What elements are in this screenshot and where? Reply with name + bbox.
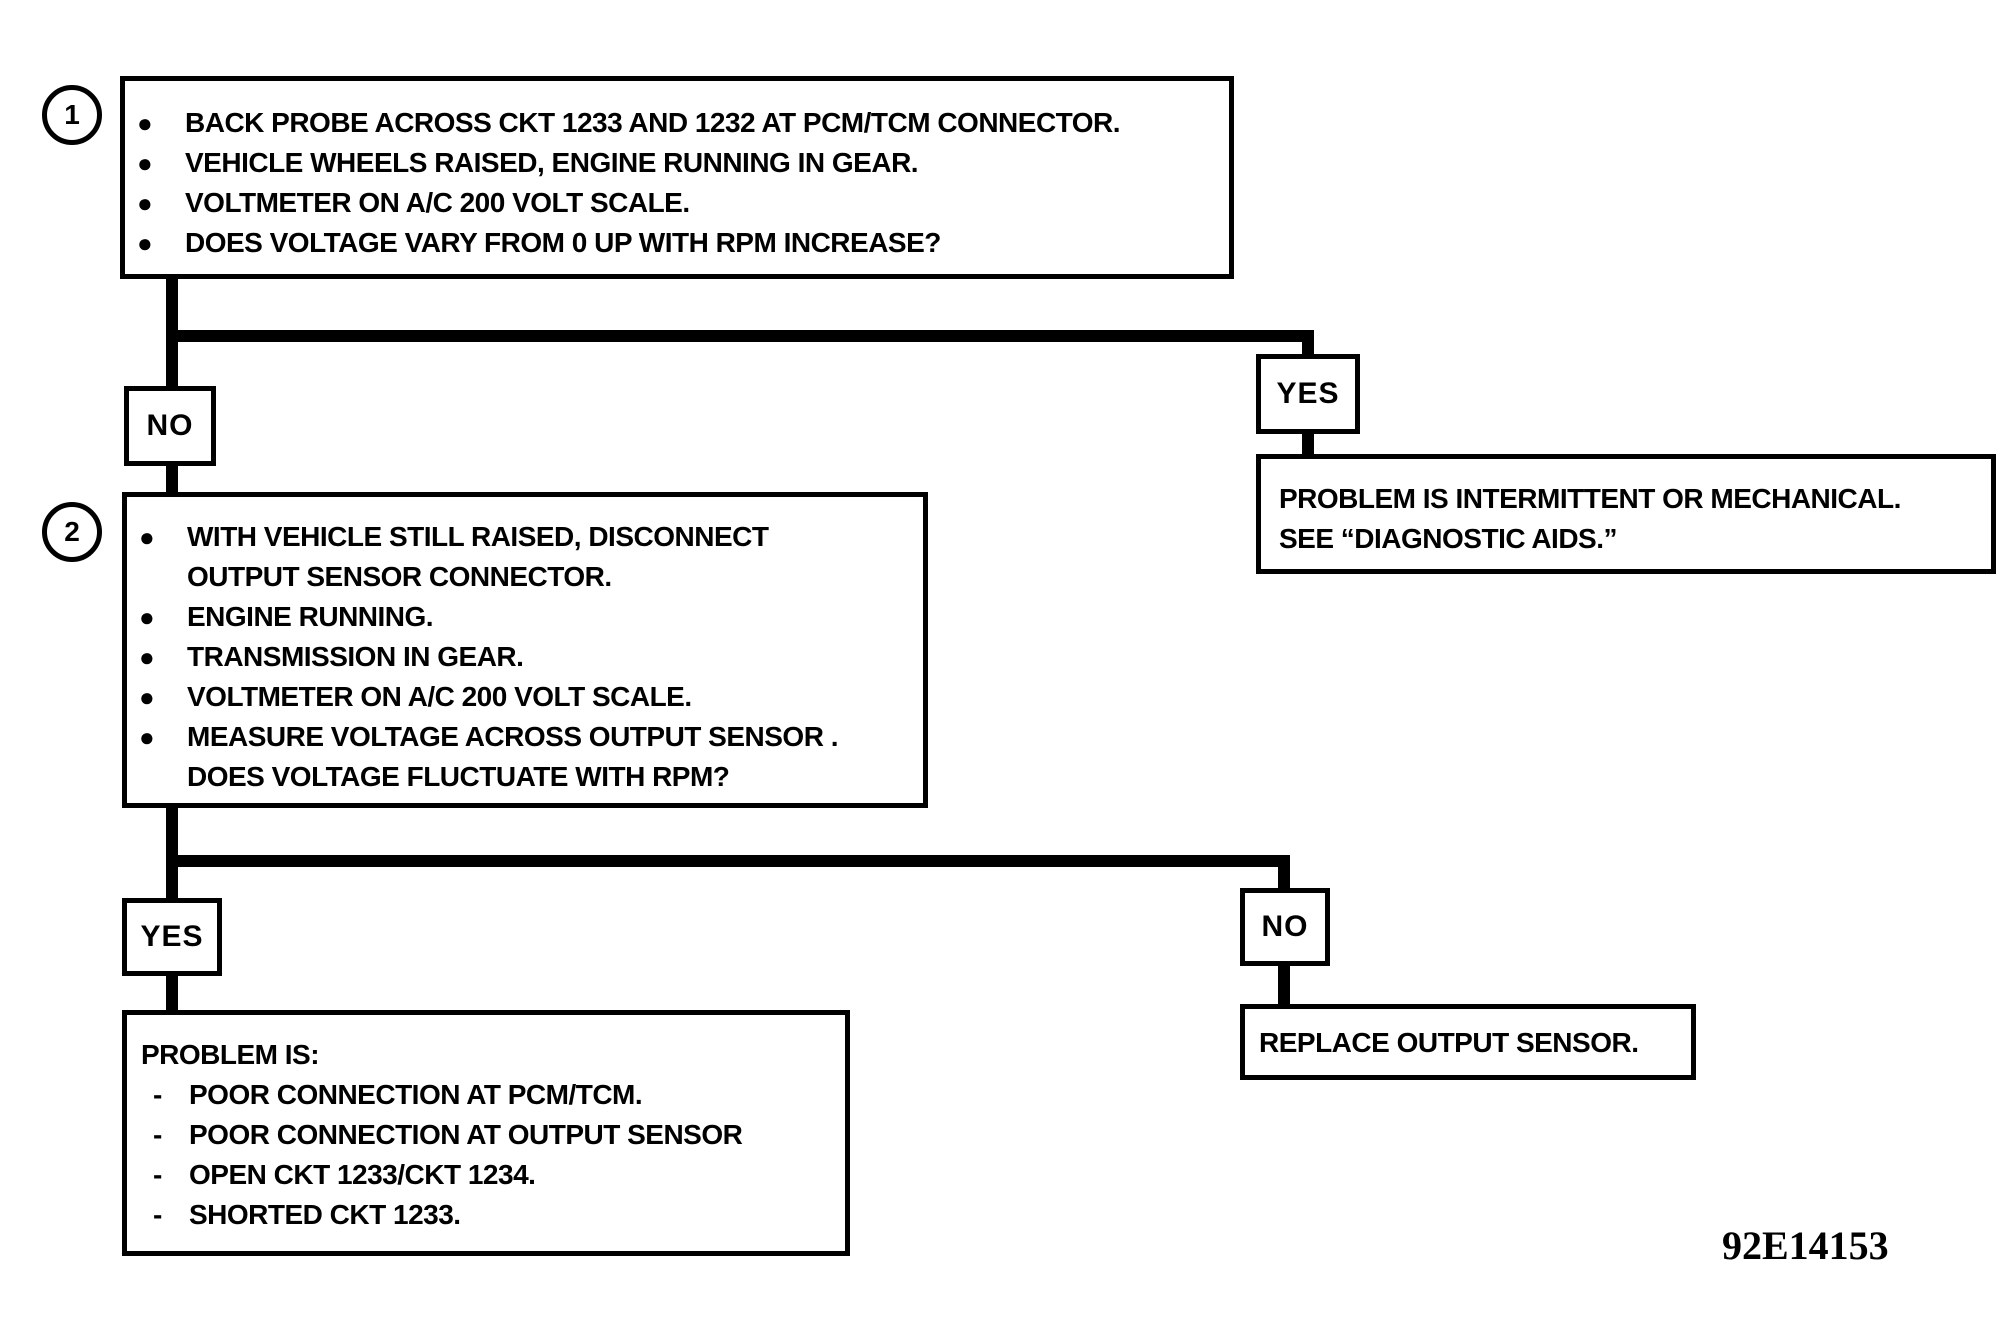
step-1-line: VOLTMETER ON A/C 200 VOLT SCALE. — [185, 187, 690, 218]
step-1-line: BACK PROBE ACROSS CKT 1233 AND 1232 AT P… — [185, 107, 1121, 138]
connector-step1-horizontal — [166, 330, 1314, 342]
bullet-icon: ● — [139, 642, 155, 672]
bullet-icon: ● — [139, 722, 155, 752]
step-2-yes-label: YES — [122, 898, 222, 976]
dash-glyph: - — [153, 1159, 162, 1190]
dash-glyph: - — [153, 1199, 162, 1230]
connector-no1-to-step2 — [166, 462, 178, 498]
step-1-line: VEHICLE WHEELS RAISED, ENGINE RUNNING IN… — [185, 147, 919, 178]
step-1-number: 1 — [42, 85, 102, 145]
outcome-intermittent-line: SEE “DIAGNOSTIC AIDS.” — [1279, 523, 1618, 554]
step-2-line: MEASURE VOLTAGE ACROSS OUTPUT SENSOR . — [187, 721, 838, 752]
outcome-intermittent-line: PROBLEM IS INTERMITTENT OR MECHANICAL. — [1279, 483, 1901, 514]
dash-glyph: - — [153, 1079, 162, 1110]
step-1-box: ● BACK PROBE ACROSS CKT 1233 AND 1232 AT … — [120, 76, 1234, 279]
step-2-box: ● WITH VEHICLE STILL RAISED, DISCONNECT O… — [122, 492, 928, 808]
connector-to-no2 — [1278, 855, 1290, 893]
connector-step2-down — [166, 800, 178, 900]
outcome-replace-text: REPLACE OUTPUT SENSOR. — [1259, 1027, 1639, 1058]
dash-glyph: - — [153, 1119, 162, 1150]
step-2-line: OUTPUT SENSOR CONNECTOR. — [187, 561, 612, 592]
step-2-line: WITH VEHICLE STILL RAISED, DISCONNECT — [187, 521, 769, 552]
step-2-line: TRANSMISSION IN GEAR. — [187, 641, 524, 672]
outcome-problem-item: OPEN CKT 1233/CKT 1234. — [189, 1159, 536, 1190]
connector-step2-horizontal — [166, 855, 1290, 867]
outcome-problem-box: PROBLEM IS: -POOR CONNECTION AT PCM/TCM.… — [122, 1010, 850, 1256]
bullet-icon: ● — [139, 522, 155, 552]
step-1-yes-label: YES — [1256, 354, 1360, 434]
connector-yes1-to-outcome — [1302, 430, 1314, 458]
step-2-line: ENGINE RUNNING. — [187, 601, 434, 632]
step-1-line: DOES VOLTAGE VARY FROM 0 UP WITH RPM INC… — [185, 227, 941, 258]
outcome-intermittent-box: PROBLEM IS INTERMITTENT OR MECHANICAL. S… — [1256, 454, 1996, 574]
step-2-line: VOLTMETER ON A/C 200 VOLT SCALE. — [187, 681, 692, 712]
connector-no2-to-outcome — [1278, 960, 1290, 1008]
step-2-no-label: NO — [1240, 888, 1330, 966]
bullet-icon: ● — [139, 682, 155, 712]
bullet-icon: ● — [137, 228, 153, 258]
outcome-problem-item: POOR CONNECTION AT PCM/TCM. — [189, 1079, 643, 1110]
figure-id: 92E14153 — [1722, 1223, 1889, 1268]
bullet-icon: ● — [139, 602, 155, 632]
bullet-icon: ● — [137, 188, 153, 218]
outcome-replace-box: REPLACE OUTPUT SENSOR. — [1240, 1004, 1696, 1080]
bullet-icon: ● — [137, 108, 153, 138]
connector-step1-down — [166, 272, 178, 386]
bullet-icon: ● — [137, 148, 153, 178]
outcome-problem-heading: PROBLEM IS: — [141, 1039, 320, 1070]
outcome-problem-item: SHORTED CKT 1233. — [189, 1199, 461, 1230]
step-2-line: DOES VOLTAGE FLUCTUATE WITH RPM? — [187, 761, 730, 792]
step-2-number: 2 — [42, 502, 102, 562]
connector-yes2-to-outcome — [166, 970, 178, 1014]
outcome-problem-item: POOR CONNECTION AT OUTPUT SENSOR — [189, 1119, 743, 1150]
step-1-no-label: NO — [124, 386, 216, 466]
